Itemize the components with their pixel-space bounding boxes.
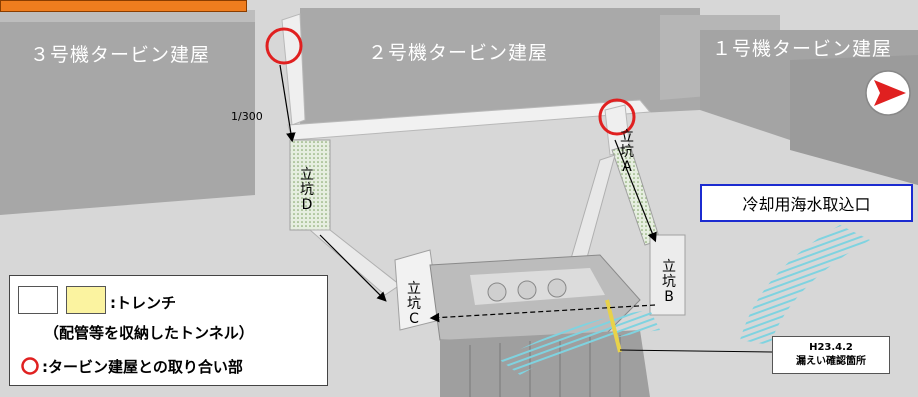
seawater-intake-stripes — [740, 225, 870, 345]
legend-circle-label: :タービン建屋との取り合い部 — [42, 358, 243, 376]
unit3-junction-circle — [265, 27, 303, 65]
unit2-building-label: ２号機タービン建屋 — [368, 42, 549, 64]
shaft-d-shape — [289, 139, 331, 231]
leak-point-marker — [605, 299, 622, 353]
legend-box: :トレンチ （配管等を収納したトンネル） :タービン建屋との取り合い部 — [9, 275, 328, 386]
unit3-building-shape — [0, 22, 255, 215]
unit2-building-shape — [300, 8, 700, 130]
unit3-building-label: ３号機タービン建屋 — [30, 44, 211, 66]
legend-trench-label: :トレンチ — [110, 294, 176, 312]
legend-circle-icon — [21, 357, 39, 375]
leak-date: H23.4.2 — [809, 342, 853, 353]
legend-swatch-white — [18, 286, 58, 314]
legend-swatch-yellow — [66, 286, 106, 314]
unit1-building-label: １号機タービン建屋 — [712, 38, 893, 60]
leak-callout: H23.4.2 漏えい確認箇所 — [772, 336, 890, 374]
leak-text: 漏えい確認箇所 — [796, 356, 866, 367]
shaft-b-shape — [649, 234, 686, 316]
seawater-intake-label: 冷却用海水取込口 — [700, 184, 913, 222]
scale-label: 1/300 — [231, 110, 263, 123]
unit2-junction-circle — [598, 98, 636, 136]
north-arrow-icon — [865, 70, 911, 116]
legend-trench-sub: （配管等を収納したトンネル） — [44, 324, 254, 342]
orange-header-tab — [0, 0, 247, 12]
